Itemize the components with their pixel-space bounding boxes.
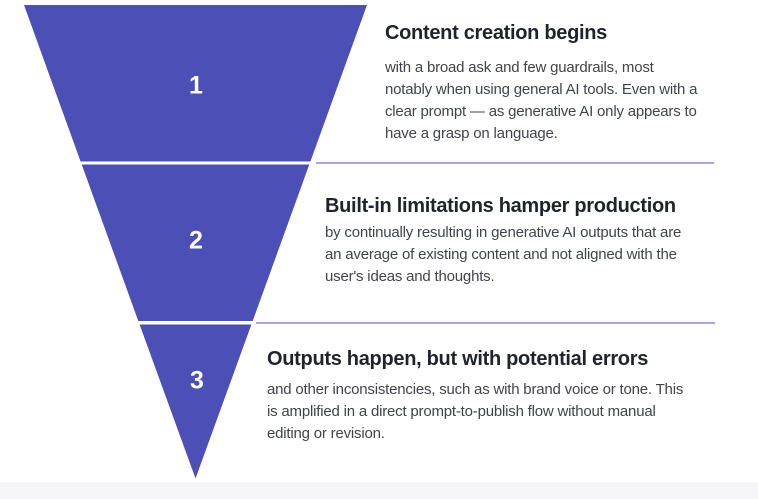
step-3-title: Outputs happen, but with potential error…	[267, 348, 649, 370]
divider-line-2	[256, 322, 715, 324]
divider-line-1	[316, 162, 714, 164]
step-1-title: Content creation begins	[385, 22, 608, 44]
step-1-number: 1	[189, 71, 203, 100]
funnel-segment-3	[139, 324, 252, 479]
bottom-section-edge	[0, 482, 758, 499]
funnel-segment-2	[81, 164, 310, 321]
step-3-body: and other inconsistencies, such as with …	[267, 381, 684, 442]
step-2-body: by continually resulting in generative A…	[325, 224, 682, 285]
funnel-segment-1	[24, 5, 367, 162]
step-2-number: 2	[189, 226, 203, 255]
step-3-number: 3	[190, 366, 204, 395]
step-2-title: Built-in limitations hamper production	[325, 195, 676, 217]
step-1-body: with a broad ask and few guardrails, mos…	[385, 59, 698, 142]
